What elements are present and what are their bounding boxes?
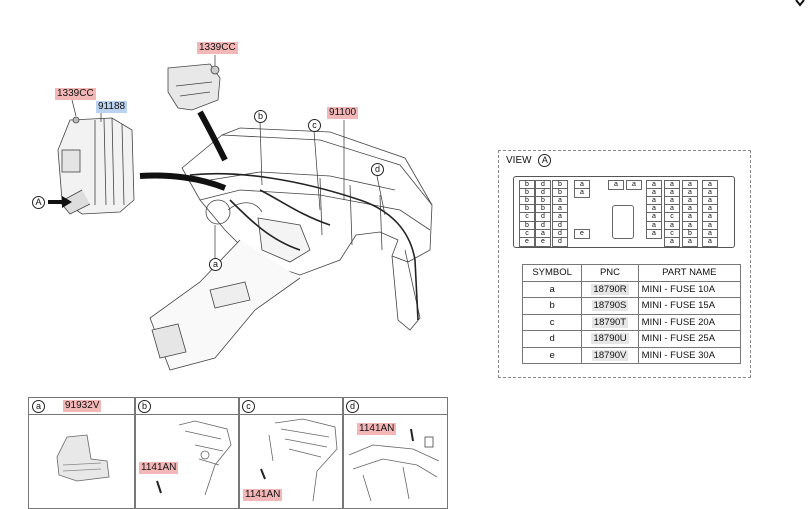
fuse-slot: a [646,228,662,239]
col-pnc: PNC [581,264,639,282]
callout-1141an-c: 1141AN [243,489,283,501]
detail-panel-c: c 1141AN [238,397,344,509]
panel-circle-d: d [346,400,359,413]
callout-1141an-b: 1141AN [139,462,179,474]
pnc-value: 18790U [591,333,629,345]
panel-head-b: b [135,398,239,415]
fuse-slot: a [626,180,642,190]
panel-head-d: d [343,398,447,415]
view-ref-circle: A [32,196,45,209]
dashboard-frame [149,127,433,371]
cell-pnc: 18790S [581,297,639,315]
relay-block [612,205,634,239]
cell-pnc: 18790T [581,313,639,331]
table-row: c 18790T MINI - FUSE 20A [521,313,742,331]
view-a-title: VIEW A [506,154,552,167]
cell-pnc: 18790U [581,330,639,348]
table-row: d 18790U MINI - FUSE 25A [521,330,742,348]
arrow-to-bracket [197,110,228,162]
callout-91932v: 91932V [63,400,102,412]
cell-symbol: b [521,297,583,315]
callout-1339cc-top: 1339CC [197,42,238,54]
view-circle: A [538,154,552,167]
fuse-slot: e [519,236,535,247]
panel-circle-a: a [32,400,45,413]
corner-icon [795,0,805,7]
parts-table-header: SYMBOL PNC PART NAME [521,264,742,282]
view-a-arrow [48,196,72,208]
cell-pnc: 18790V [581,346,639,364]
panel-head-a: a 91932V [29,398,135,415]
view-label: VIEW [506,155,532,166]
parts-table: SYMBOL PNC PART NAME a 18790R MINI - FUS… [521,264,742,364]
cell-symbol: c [521,313,583,331]
frame-part-d [348,428,440,502]
cell-part-name: MINI - FUSE 10A [637,280,742,298]
upper-bracket [167,63,221,111]
pnc-value: 18790V [591,349,629,361]
col-part-name: PART NAME [637,264,742,282]
arrow-to-junction-box [139,172,227,191]
detail-panel-a: a 91932V [28,397,136,509]
fuse-slot: a [574,188,590,199]
circle-d: d [371,163,384,176]
cell-symbol: e [521,346,583,364]
pnc-value: 18790T [591,316,629,328]
frame-part-b [156,420,232,496]
col-symbol: SYMBOL [521,264,583,282]
detail-panel-d: d 1141AN [342,397,448,509]
harness-diagram [48,55,433,371]
circle-b: b [254,110,267,123]
cell-part-name: MINI - FUSE 25A [637,330,742,348]
cell-symbol: d [521,330,583,348]
cell-part-name: MINI - FUSE 20A [637,313,742,331]
fuse-slot: a [608,180,624,190]
panel-head-c: c [239,398,343,415]
pnc-value: 18790S [591,300,629,312]
callout-91188: 91188 [96,101,128,113]
view-a-panel [498,150,751,378]
main-harness [189,172,419,321]
fuse-slot: d [552,236,568,247]
pnc-value: 18790R [591,283,629,295]
cell-part-name: MINI - FUSE 15A [637,297,742,315]
bracket-part-a [56,434,110,482]
detail-panel-b: b 1141AN [134,397,240,509]
cell-part-name: MINI - FUSE 30A [637,346,742,364]
panel-circle-c: c [242,400,255,413]
fuse-slot: e [535,236,551,247]
cell-pnc: 18790R [581,280,639,298]
cell-symbol: a [521,280,583,298]
table-row: b 18790S MINI - FUSE 15A [521,297,742,315]
circle-c: c [308,119,321,132]
panel-circle-b: b [138,400,151,413]
leader-lines [71,55,386,258]
circle-a: a [209,258,222,271]
fuse-slot: a [664,236,680,247]
callout-1339cc-left: 1339CC [55,88,96,100]
frame-part-c [260,418,338,502]
table-row: e 18790V MINI - FUSE 30A [521,346,742,364]
callout-1141an-d: 1141AN [357,423,397,435]
table-row: a 18790R MINI - FUSE 10A [521,280,742,298]
callout-91100: 91100 [327,107,359,119]
junction-box [57,116,135,215]
fuse-slot: a [682,236,698,247]
fuse-slot: a [702,236,718,247]
fuse-slot: e [574,228,590,239]
